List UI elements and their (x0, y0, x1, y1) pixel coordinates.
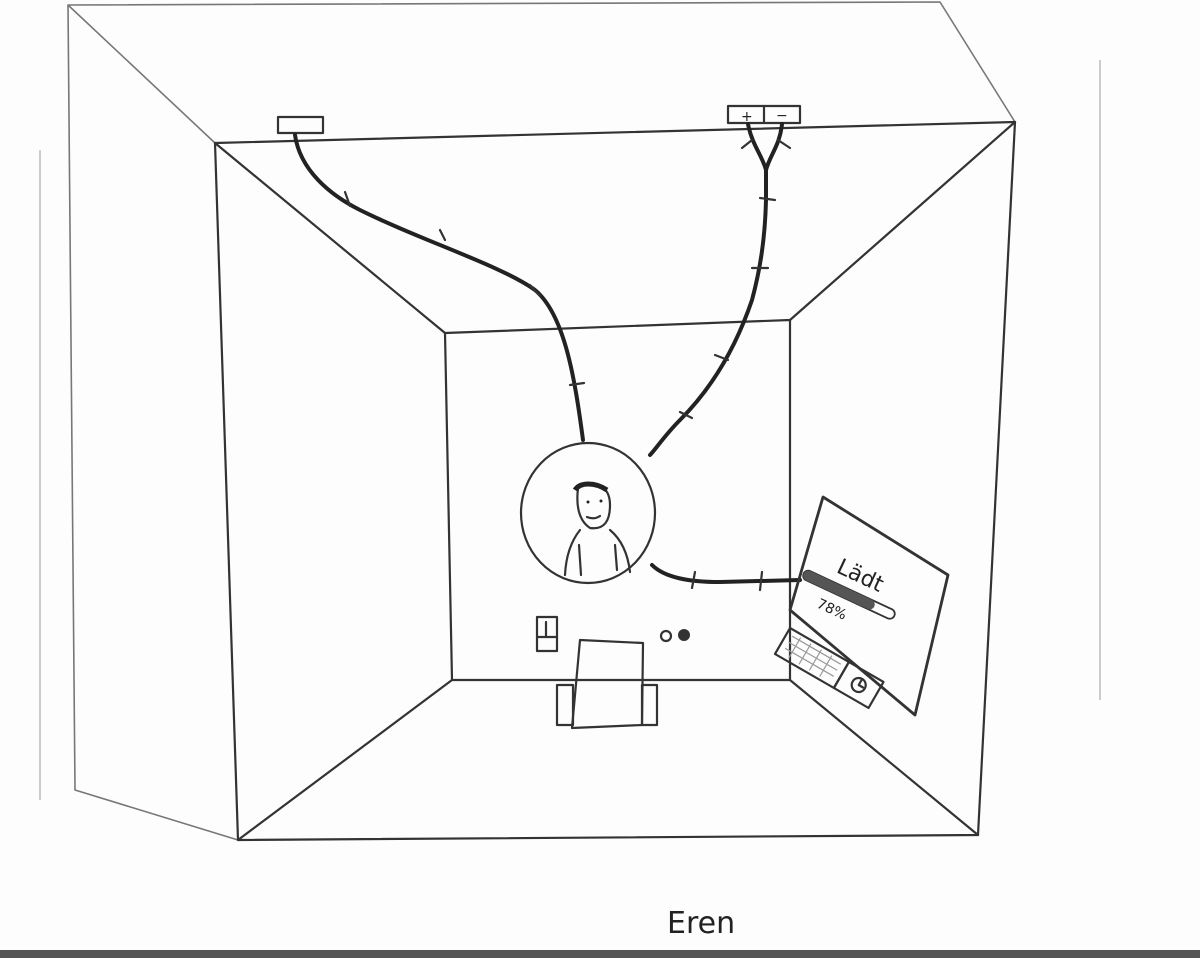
ceiling-socket-left (276, 115, 325, 135)
progress-track (802, 569, 896, 620)
terminal-plus-label: + (741, 109, 753, 125)
cable-to-screen (650, 563, 802, 585)
power-terminal: + − (726, 104, 802, 125)
front-frame (213, 120, 1017, 842)
light-switch (535, 615, 559, 653)
cable-right (648, 122, 784, 457)
keyboard (773, 626, 885, 710)
button-filled (678, 629, 690, 641)
terminal-minus-label: − (776, 108, 788, 124)
cable-tick-marks (343, 138, 792, 592)
cable-left (293, 133, 585, 442)
portrait (519, 441, 657, 585)
progress-percent: 78% (814, 596, 849, 624)
artist-signature: Eren (667, 906, 735, 941)
progress-fill (803, 570, 875, 610)
perspective-edges (213, 120, 1017, 842)
outer-box (39, 1, 1101, 841)
button-outline (659, 629, 673, 643)
scan-edge (0, 950, 1200, 958)
door (555, 638, 659, 730)
screen-panel: Lädt 78% (773, 495, 950, 717)
back-wall (443, 318, 792, 682)
